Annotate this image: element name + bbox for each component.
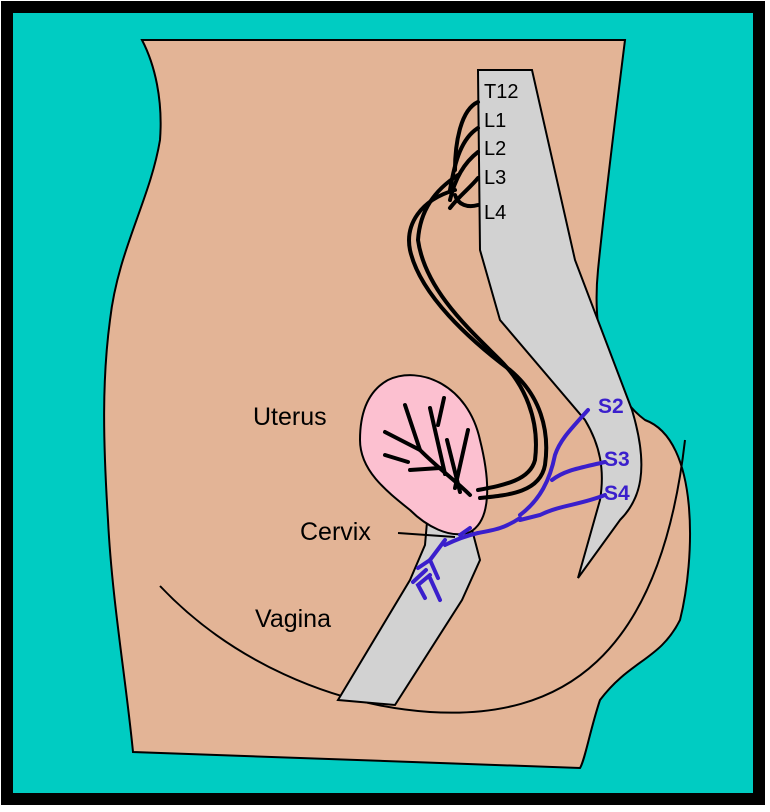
uterus-label: Uterus (253, 403, 327, 431)
vertebra-l1-label: L1 (484, 110, 506, 132)
vagina-label: Vagina (255, 605, 331, 633)
vertebra-l4-label: L4 (484, 202, 506, 224)
vertebra-l3-label: L3 (484, 167, 506, 189)
cervix-label: Cervix (300, 518, 371, 546)
sacral-s3-label: S3 (604, 448, 630, 471)
sacral-s2-label: S2 (598, 395, 624, 418)
vertebra-t12-label: T12 (484, 81, 518, 103)
sacral-s4-label: S4 (604, 482, 630, 505)
vertebra-l2-label: L2 (484, 138, 506, 160)
